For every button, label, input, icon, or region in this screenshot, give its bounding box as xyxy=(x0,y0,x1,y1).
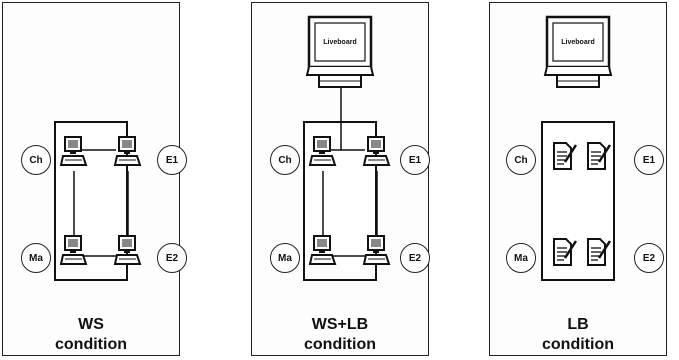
condition-caption: LB condition xyxy=(490,315,666,355)
participant-e2: E2 xyxy=(157,243,187,273)
condition-word: condition xyxy=(252,335,428,355)
workstation-icon xyxy=(364,235,390,269)
participant-e2: E2 xyxy=(634,243,664,273)
workstation-icon xyxy=(115,136,141,170)
participant-e1: E1 xyxy=(157,145,187,175)
participant-ma: Ma xyxy=(506,243,536,273)
participant-ma: Ma xyxy=(21,243,51,273)
condition-word: condition xyxy=(3,335,179,355)
participant-ch: Ch xyxy=(270,145,300,175)
workstation-icon xyxy=(61,235,87,269)
paper-pencil-icon xyxy=(552,141,578,171)
condition-name: LB xyxy=(490,315,666,335)
workstation-icon xyxy=(364,136,390,170)
workstation-icon xyxy=(310,235,336,269)
participant-e1: E1 xyxy=(400,145,430,175)
workstation-icon xyxy=(115,235,141,269)
liveboard-label: Liveboard xyxy=(553,39,603,46)
network-links xyxy=(3,3,181,357)
lb-condition-panel: Liveboard Ch E1 Ma E2 LB condit xyxy=(489,2,667,356)
participant-ma: Ma xyxy=(270,243,300,273)
ws-condition-panel: Ch E1 Ma E2 WS condition xyxy=(2,2,180,356)
ws-lb-condition-panel: Liveboard Ch E1 Ma E2 WS+LB xyxy=(251,2,429,356)
paper-pencil-icon xyxy=(552,237,578,267)
condition-caption: WS condition xyxy=(3,315,179,355)
paper-pencil-icon xyxy=(586,237,612,267)
condition-caption: WS+LB condition xyxy=(252,315,428,355)
participant-e1: E1 xyxy=(634,145,664,175)
liveboard-monitor-icon xyxy=(545,15,613,93)
workstation-icon xyxy=(61,136,87,170)
participant-e2: E2 xyxy=(400,243,430,273)
paper-pencil-icon xyxy=(586,141,612,171)
condition-name: WS xyxy=(3,315,179,335)
participant-ch: Ch xyxy=(21,145,51,175)
participant-ch: Ch xyxy=(506,145,536,175)
workstation-icon xyxy=(310,136,336,170)
network-links xyxy=(252,3,430,357)
condition-name: WS+LB xyxy=(252,315,428,335)
condition-word: condition xyxy=(490,335,666,355)
